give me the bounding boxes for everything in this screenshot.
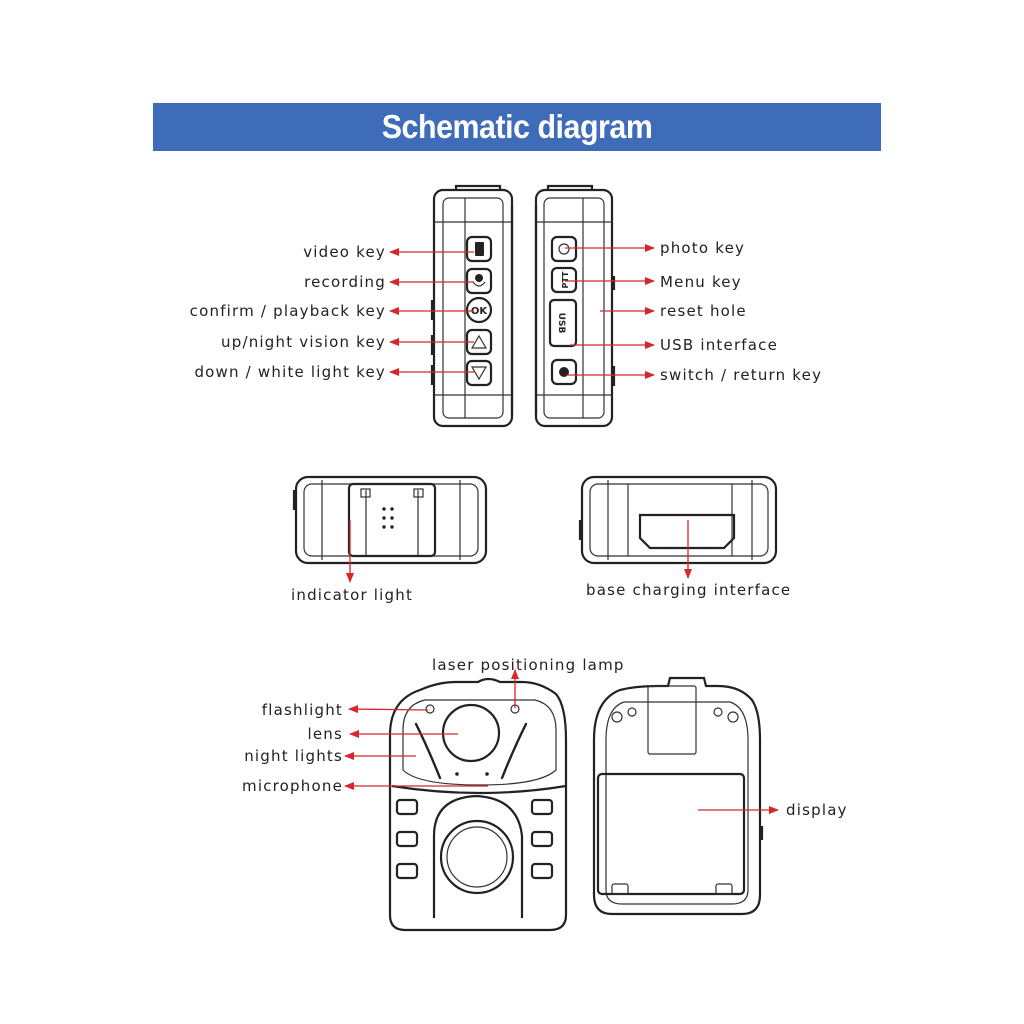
recording-button bbox=[465, 267, 493, 295]
side-view-arrows bbox=[389, 244, 655, 379]
label-photo-key: photo key bbox=[660, 239, 746, 257]
top-view bbox=[292, 475, 488, 583]
label-night-lights: night lights bbox=[244, 747, 343, 765]
photo-key-button bbox=[550, 235, 578, 263]
video-key-button bbox=[465, 235, 493, 263]
usb-port bbox=[548, 298, 578, 348]
svg-text:OK: OK bbox=[471, 306, 489, 317]
title-banner: Schematic diagram bbox=[153, 103, 881, 151]
svg-text:PTT: PTT bbox=[561, 271, 570, 289]
ok-button bbox=[465, 296, 493, 324]
switch-key-button bbox=[550, 358, 578, 386]
label-usb-interface: USB interface bbox=[660, 336, 779, 354]
menu-key-button bbox=[550, 266, 578, 294]
left-side-view: OK bbox=[430, 184, 514, 428]
bottom-view bbox=[578, 475, 778, 579]
label-display: display bbox=[786, 801, 848, 819]
display-screen bbox=[596, 772, 746, 896]
label-flashlight: flashlight bbox=[261, 701, 343, 719]
lens-drawing bbox=[441, 703, 501, 763]
label-confirm-playback-key: confirm / playback key bbox=[189, 302, 386, 320]
front-view bbox=[388, 677, 568, 932]
label-reset-hole: reset hole bbox=[660, 302, 747, 320]
label-recording: recording bbox=[304, 273, 386, 291]
right-side-view: PTT USB bbox=[534, 184, 616, 428]
label-microphone: microphone bbox=[242, 777, 343, 795]
label-video-key: video key bbox=[303, 243, 386, 261]
svg-text:USB: USB bbox=[556, 313, 566, 334]
diagram-title: Schematic diagram bbox=[381, 108, 653, 145]
label-switch-return-key: switch / return key bbox=[660, 366, 823, 384]
label-down-white-light-key: down / white light key bbox=[194, 363, 386, 381]
label-up-night-vision-key: up/night vision key bbox=[221, 333, 386, 351]
back-view bbox=[592, 676, 764, 916]
label-laser-positioning-lamp: laser positioning lamp bbox=[432, 656, 625, 674]
down-button bbox=[465, 359, 493, 387]
label-base-charging-interface: base charging interface bbox=[586, 581, 792, 599]
label-indicator-light: indicator light bbox=[291, 586, 414, 604]
front-back-arrows bbox=[344, 669, 779, 814]
label-lens: lens bbox=[307, 725, 343, 743]
label-menu-key: Menu key bbox=[660, 273, 742, 291]
